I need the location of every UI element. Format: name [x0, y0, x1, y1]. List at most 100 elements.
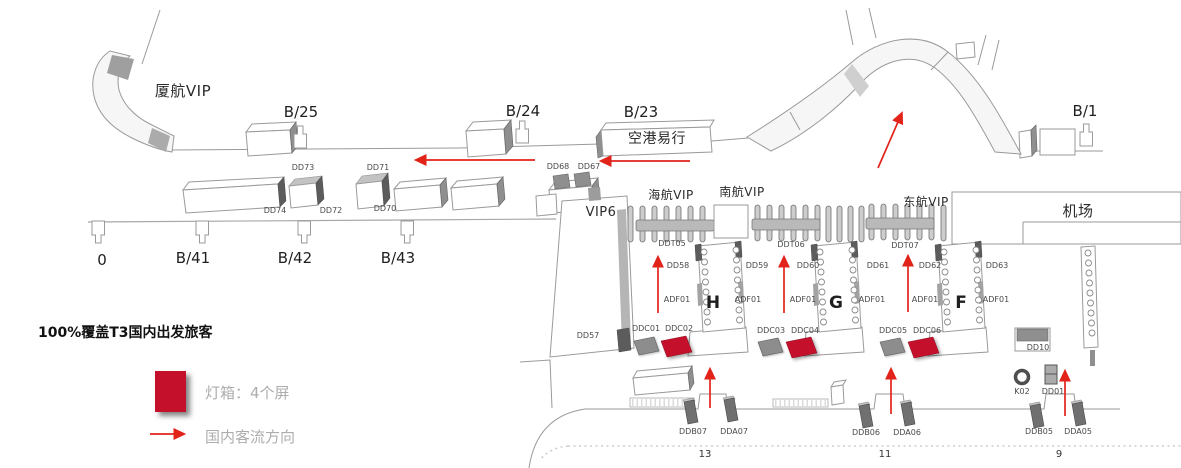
site-label-dd62: DD62: [918, 261, 942, 270]
site-label-dd72: DD72: [319, 206, 343, 215]
site-label-dd61: DD61: [866, 261, 890, 270]
site-label-dd10: DD10: [1026, 343, 1050, 352]
site-label-k02: K02: [1014, 387, 1030, 396]
zone-label-konggang: 空港易行: [628, 131, 686, 147]
pier-letter-h: H: [705, 293, 721, 313]
site-label-dd63: DD63: [985, 261, 1009, 270]
site-label-dda05: DDA05: [1064, 427, 1092, 436]
vip6-building-shape: [535, 187, 635, 358]
site-label-adf01-f-left: ADF01: [911, 295, 939, 304]
site-label-dd60: DD60: [796, 261, 820, 270]
dda05-box: [1070, 399, 1087, 427]
legend-flow-label: 国内客流方向: [205, 428, 296, 446]
dd73-box: [288, 175, 325, 209]
gate-label-b25: B/25: [283, 103, 319, 121]
gate-label-b42: B/42: [277, 249, 313, 267]
zone-label-airport: 机场: [1062, 202, 1094, 220]
ddb05-box: [1028, 401, 1045, 429]
site-label-dd70: DD70: [373, 204, 397, 213]
site-label-dd01: DD01: [1041, 387, 1065, 396]
site-label-ddc04: DDC04: [790, 326, 820, 335]
konggang-yixing-box: [595, 119, 715, 159]
gate-label-b24: B/24: [505, 102, 541, 120]
ddc06-lightbox: [907, 336, 940, 359]
site-label-ddc02: DDC02: [664, 324, 694, 333]
gate-label-b23: B/23: [623, 103, 659, 121]
stand-label-11: 11: [878, 449, 892, 460]
partial-right-pier: [1080, 245, 1099, 366]
ddc02-lightbox: [660, 335, 693, 358]
site-label-ddt06: DDT06: [777, 240, 805, 249]
site-label-dd58: DD58: [666, 261, 690, 270]
gate-b24-box: [464, 119, 514, 158]
site-label-ddt05: DDT05: [658, 239, 686, 248]
site-label-ddb05: DDB05: [1025, 427, 1053, 436]
site-label-ddb07: DDB07: [679, 427, 707, 436]
site-label-adf01-h-right: ADF01: [734, 295, 762, 304]
legend-lightbox-swatch: [155, 371, 186, 412]
site-label-dd57: DD57: [576, 331, 600, 340]
pier-letter-f: F: [955, 293, 967, 313]
bottom-structures: [629, 365, 847, 408]
ddb06-box: [857, 401, 874, 429]
site-label-adf01-h-left: ADF01: [663, 295, 691, 304]
site-label-ddc03: DDC03: [756, 326, 786, 335]
zone-label-vip6: VIP6: [585, 205, 617, 220]
gate-comb-ddt07: [865, 203, 958, 242]
stand-label-9: 9: [1055, 449, 1063, 460]
dda-ddb-boxes: [682, 395, 1087, 429]
site-label-ddc06: DDC06: [912, 326, 942, 335]
plain-box-2: [449, 176, 506, 211]
gate-label-b1: B/1: [1072, 102, 1098, 120]
gate-comb-ddt05: [627, 205, 715, 243]
legend-lightbox-label: 灯箱：4个屏: [205, 384, 290, 402]
passenger-flow-arrows: [150, 111, 1071, 440]
ddc05-box: [879, 337, 906, 357]
site-label-adf01-g-right: ADF01: [858, 295, 886, 304]
gate-label-b40: 0: [97, 251, 107, 269]
site-label-dd59: DD59: [745, 261, 769, 270]
pier-letter-g: G: [829, 293, 843, 313]
coverage-note: 100%覆盖T3国内出发旅客: [38, 325, 213, 341]
site-label-dd68: DD68: [546, 162, 570, 171]
site-label-dd67: DD67: [577, 162, 601, 171]
gate-label-b43: B/43: [380, 249, 416, 267]
site-label-adf01-f-right: ADF01: [982, 295, 1010, 304]
gate-label-b41: B/41: [175, 249, 211, 267]
k02-ring: [1013, 368, 1031, 386]
stand-label-13: 13: [698, 449, 712, 460]
site-label-adf01-g-left: ADF01: [789, 295, 817, 304]
southern-vip-room: [713, 204, 749, 239]
site-label-ddt07: DDT07: [891, 241, 919, 250]
zone-label-xiamen-vip: 厦航VIP: [154, 82, 212, 100]
ddc01-box: [633, 336, 660, 356]
site-label-dda07: DDA07: [720, 427, 748, 436]
site-label-dda06: DDA06: [893, 428, 921, 437]
dd01-box: [1044, 364, 1058, 385]
site-label-ddb06: DDB06: [852, 428, 880, 437]
site-label-dd74: DD74: [263, 206, 287, 215]
arch-roadway-shape: [746, 7, 1022, 155]
zone-label-eastern-vip: 东航VIP: [903, 195, 949, 209]
xiamen-vip-pier-shape: [92, 50, 175, 153]
site-label-dd71: DD71: [366, 163, 390, 172]
dd10-counter: [1014, 327, 1051, 352]
right-small-boxes: [1018, 124, 1076, 159]
zone-label-southern-vip: 南航VIP: [719, 185, 765, 199]
plain-box-1: [392, 177, 449, 212]
ddb07-box: [682, 397, 699, 425]
dda07-box: [722, 395, 739, 423]
ddc-boxes: [633, 335, 940, 359]
airport-hall-shape: [951, 191, 1181, 245]
site-label-ddc01: DDC01: [631, 324, 661, 333]
dd74-box: [181, 176, 287, 214]
bottom-roadway: [519, 359, 1181, 468]
site-label-ddc05: DDC05: [878, 326, 908, 335]
gate-comb-ddt06: [751, 204, 865, 243]
ddc03-box: [757, 337, 784, 357]
zone-label-hainan-vip: 海航VIP: [648, 188, 694, 202]
site-label-dd73: DD73: [291, 163, 315, 172]
ddc04-lightbox: [785, 336, 818, 359]
